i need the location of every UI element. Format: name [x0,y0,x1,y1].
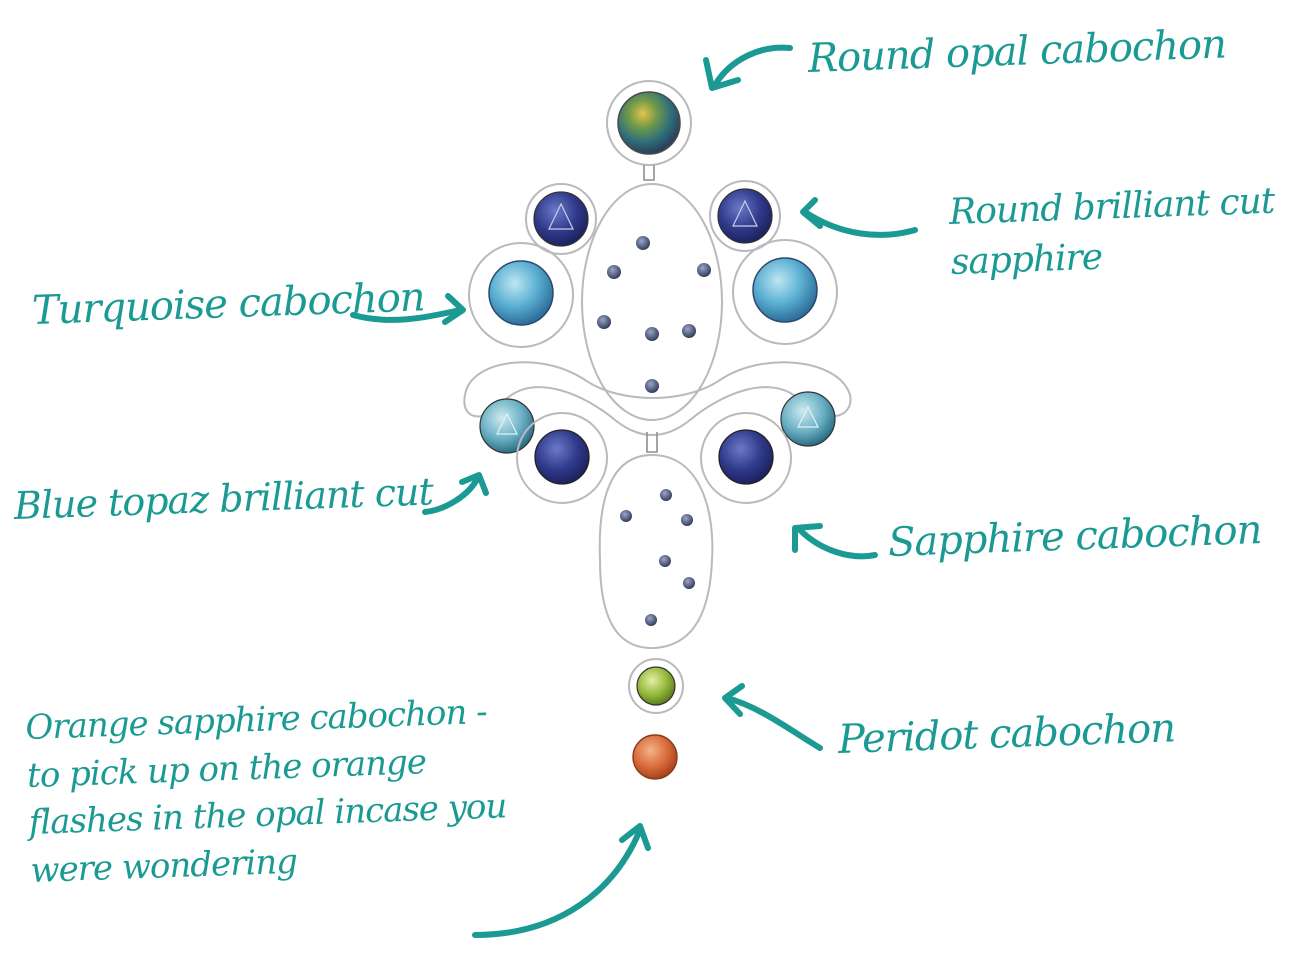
arrow-opal [706,48,790,88]
arrow-brilliant-sapphire [803,200,915,235]
arrow-peridot [725,686,820,748]
label-orange-sapphire-cabochon: Orange sapphire cabochon - to pick up on… [25,688,509,895]
label-round-brilliant-sapphire: Round brilliant cut sapphire [948,177,1277,289]
arrow-blue-topaz [425,475,486,512]
arrow-sapphire-cabochon [795,526,875,556]
